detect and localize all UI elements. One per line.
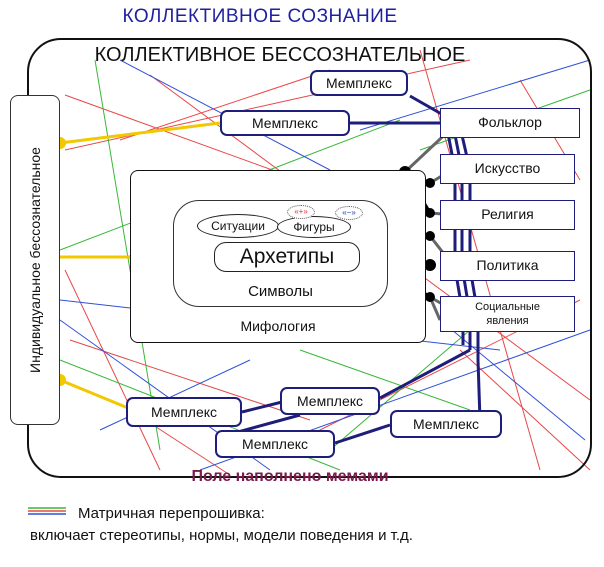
memeplex-node: Мемплекс (280, 387, 380, 415)
category-art: Искусство (440, 154, 575, 184)
individual-unconscious-bar: Индивидуальное бессознательное (10, 95, 60, 425)
memeplex-node: Мемплекс (220, 110, 350, 136)
legend-line-1: Матричная перепрошивка: (78, 505, 265, 522)
individual-unconscious-label: Индивидуальное бессознательное (27, 147, 43, 373)
figures-node: Фигуры (277, 216, 351, 238)
category-folklore: Фольклор (440, 108, 580, 138)
category-politics: Политика (440, 251, 575, 281)
category-religion: Религия (440, 200, 575, 230)
situations-node: Ситуации (197, 214, 279, 238)
category-social: Социальные явления (440, 296, 575, 332)
memeplex-node: Мемплекс (310, 70, 408, 96)
minus-node: «−» (335, 206, 363, 220)
field-label: Поле наполнено мемами (191, 468, 389, 485)
collective-unconscious-title: КОЛЛЕКТИВНОЕ БЕССОЗНАТЕЛЬНОЕ (94, 44, 466, 66)
legend-line-2: включает стереотипы, нормы, модели повед… (30, 527, 413, 544)
symbols-label: Символы (248, 283, 313, 300)
category-social-line1: Социальные (475, 301, 540, 313)
archetypes-node: Архетипы (214, 242, 360, 272)
collective-consciousness-title: КОЛЛЕКТИВНОЕ СОЗНАНИЕ (122, 6, 398, 27)
memeplex-node: Мемплекс (215, 430, 335, 458)
category-social-line2: явления (486, 315, 529, 327)
mythology-label: Мифология (240, 318, 316, 334)
plus-node: «+» (287, 205, 315, 219)
memeplex-node: Мемплекс (390, 410, 502, 438)
legend-swatch (28, 507, 66, 515)
memeplex-node: Мемплекс (126, 397, 242, 427)
